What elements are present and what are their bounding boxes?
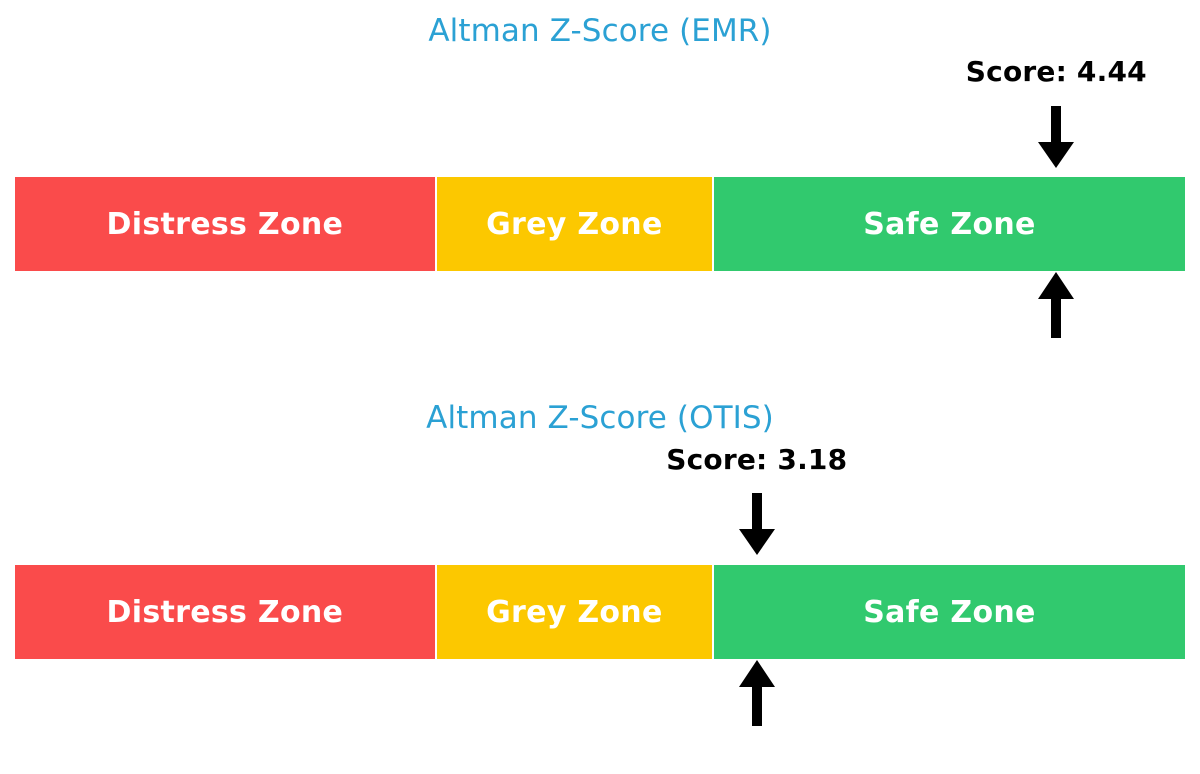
chart-panel-emr: Altman Z-Score (EMR) Score: 4.44 Distres…: [15, 13, 1185, 338]
zone-bar-otis: Distress Zone Grey Zone Safe Zone: [15, 565, 1185, 659]
zone-label-distress: Distress Zone: [106, 594, 344, 630]
zone-label-grey: Grey Zone: [486, 206, 663, 242]
arrow-down-icon: [737, 493, 777, 555]
arrow-up-icon: [1036, 272, 1076, 338]
chart-title-emr: Altman Z-Score (EMR): [428, 13, 772, 49]
chart-title-otis: Altman Z-Score (OTIS): [426, 400, 774, 436]
zone-label-safe: Safe Zone: [863, 594, 1036, 630]
zone-safe: Safe Zone: [713, 177, 1185, 271]
score-label-otis: Score: 3.18: [666, 443, 848, 476]
zone-grey: Grey Zone: [436, 177, 712, 271]
zone-safe: Safe Zone: [713, 565, 1185, 659]
zone-label-safe: Safe Zone: [863, 206, 1036, 242]
arrow-down-icon: [1036, 106, 1076, 168]
arrow-up-icon: [737, 660, 777, 726]
zone-distress: Distress Zone: [15, 177, 435, 271]
zone-grey: Grey Zone: [436, 565, 712, 659]
zone-distress: Distress Zone: [15, 565, 435, 659]
score-label-emr: Score: 4.44: [965, 55, 1147, 88]
chart-panel-otis: Altman Z-Score (OTIS) Score: 3.18 Distre…: [0, 387, 1200, 774]
zone-label-distress: Distress Zone: [106, 206, 344, 242]
zone-label-grey: Grey Zone: [486, 594, 663, 630]
zone-bar-emr: Distress Zone Grey Zone Safe Zone: [15, 177, 1185, 271]
